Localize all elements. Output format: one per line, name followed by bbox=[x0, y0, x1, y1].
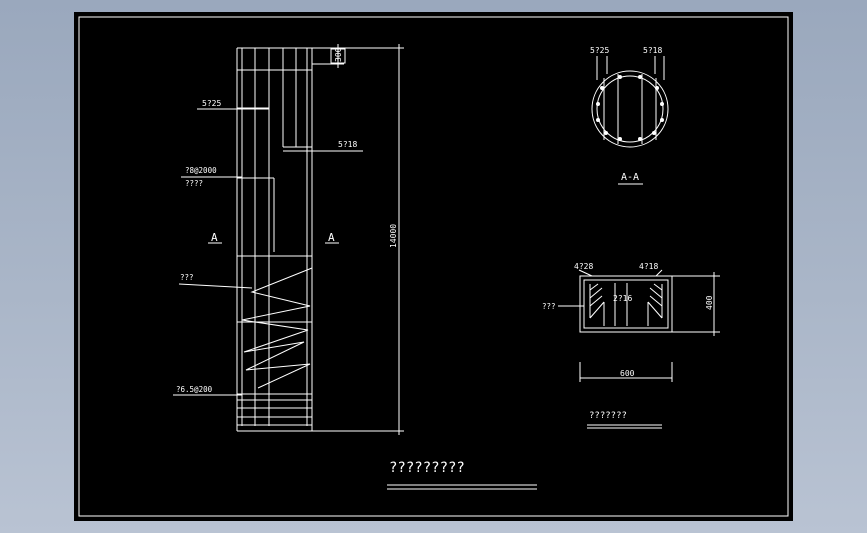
section-mark-right: A bbox=[328, 231, 335, 244]
dim-height-text: 400 bbox=[705, 295, 714, 310]
label-spiral: ??? bbox=[180, 273, 194, 282]
label-aa-left: 5?25 bbox=[590, 46, 609, 55]
drawing-sheet: 300 14000 5?25 5?18 ?8@2000 ???? ??? ?6.… bbox=[74, 12, 793, 521]
pile-elevation: 300 14000 5?25 5?18 ?8@2000 ???? ??? ?6.… bbox=[173, 44, 404, 435]
dim-width-text: 600 bbox=[620, 369, 635, 378]
pile-circle bbox=[591, 70, 669, 148]
section-mark-left: A bbox=[211, 231, 218, 244]
dim-total-text: 14000 bbox=[389, 224, 398, 248]
label-mid-bars: 5?18 bbox=[338, 140, 357, 149]
rect-section: 4?28 4?18 2?16 ??? 600 400 ??????? bbox=[542, 262, 720, 429]
beam-outline bbox=[579, 275, 673, 333]
section-aa-title: A-A bbox=[621, 172, 639, 183]
section-aa: 5?25 5?18 A-A bbox=[590, 46, 669, 185]
cad-drawing: 300 14000 5?25 5?18 ?8@2000 ???? ??? ?6.… bbox=[78, 16, 789, 517]
rect-section-title: ??????? bbox=[589, 411, 627, 421]
dim-top-text: 300 bbox=[334, 47, 343, 62]
main-title: ????????? bbox=[389, 460, 465, 476]
label-bottom-stirrup: ?6.5@200 bbox=[176, 385, 213, 394]
label-rect-center: 2?16 bbox=[613, 294, 632, 303]
sheet-border bbox=[78, 16, 789, 517]
label-stirrup: ?8@2000 bbox=[185, 166, 217, 175]
label-stirrup-note: ???? bbox=[185, 179, 203, 188]
label-aa-right: 5?18 bbox=[643, 46, 662, 55]
label-rect-top-left: 4?28 bbox=[574, 262, 593, 271]
spiral-stirrup bbox=[241, 267, 313, 389]
label-rect-side: ??? bbox=[542, 302, 556, 311]
label-top-bars: 5?25 bbox=[202, 99, 221, 108]
dim-top-box bbox=[330, 48, 346, 64]
label-rect-top-right: 4?18 bbox=[639, 262, 658, 271]
